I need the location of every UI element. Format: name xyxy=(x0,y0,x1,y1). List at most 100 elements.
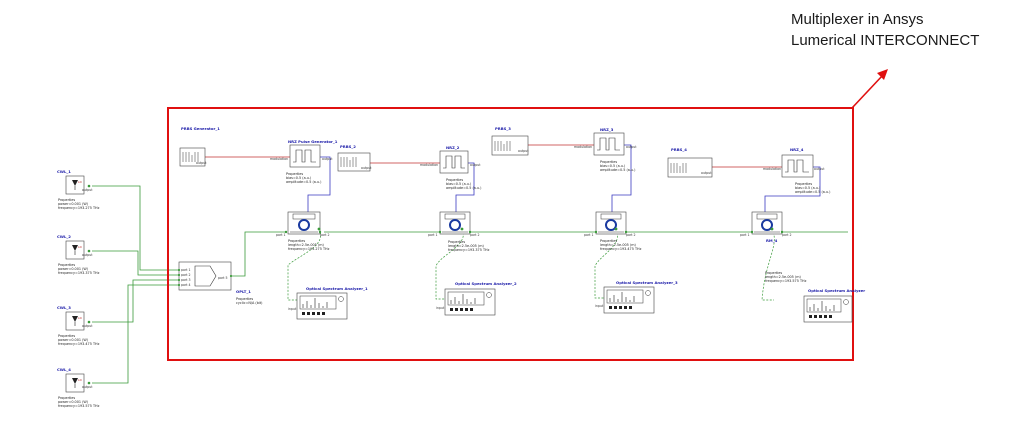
svg-text:OPLT_1: OPLT_1 xyxy=(236,289,251,294)
svg-text:frequency=193.475 THz: frequency=193.475 THz xyxy=(58,342,100,346)
signal-wires xyxy=(307,144,821,212)
svg-text:Optical Spectrum Analyzer_3: Optical Spectrum Analyzer_3 xyxy=(616,280,678,285)
svg-text:output: output xyxy=(82,188,93,192)
svg-text:RM_4: RM_4 xyxy=(766,238,778,243)
svg-text:Properties: Properties xyxy=(236,297,253,301)
caption: Multiplexer in Ansys Lumerical INTERCONN… xyxy=(791,9,1021,51)
svg-text:port 4: port 4 xyxy=(181,283,191,287)
svg-text:port 1: port 1 xyxy=(584,233,594,237)
svg-text:frequency=193.275 THz: frequency=193.275 THz xyxy=(288,247,330,251)
ring-modulator[interactable]: port 1 port 2 RM_4 Properties length=2.5… xyxy=(740,211,807,283)
svg-text:Properties: Properties xyxy=(600,160,617,164)
ring-modulator[interactable]: port 1 port 2 Properties length=2.5e-005… xyxy=(584,211,642,251)
svg-text:modulation: modulation xyxy=(763,167,781,171)
svg-text:input: input xyxy=(288,307,297,311)
svg-text:modulation: modulation xyxy=(574,145,592,149)
svg-text:LD: LD xyxy=(78,180,83,184)
svg-text:Properties: Properties xyxy=(795,182,812,186)
mux-coupler[interactable]: port 1 port 2 port 3 port 4 port 5 OPLT_… xyxy=(177,261,263,305)
prbs-generator[interactable]: PRBS_2 output xyxy=(337,144,372,172)
svg-text:output: output xyxy=(470,163,481,167)
svg-text:power=0.001 (W): power=0.001 (W) xyxy=(58,202,89,206)
knob-icon xyxy=(843,299,849,305)
svg-text:port 2: port 2 xyxy=(782,233,792,237)
spectrum-icon xyxy=(450,294,476,304)
svg-text:CWL_3: CWL_3 xyxy=(57,305,71,310)
laser-group: CWL_1 LD output Properties power=0.001 (… xyxy=(57,169,100,408)
spectrum-analyzer[interactable]: Optical Spectrum Analyzer_1 input xyxy=(288,286,368,320)
prbs-generator[interactable]: PRBS Generator_1 output xyxy=(179,126,220,167)
nrz-generator[interactable]: NRZ_3 modulation output Properties bias=… xyxy=(574,127,637,172)
svg-text:port 1: port 1 xyxy=(740,233,750,237)
prbs-generator[interactable]: PRBS_3 output xyxy=(491,126,529,156)
ring-modulator[interactable]: port 1 port 2 Properties length=2.5e-005… xyxy=(276,211,330,251)
svg-text:CWL_2: CWL_2 xyxy=(57,234,71,239)
svg-text:length=2.5e-005 (m): length=2.5e-005 (m) xyxy=(765,275,802,279)
knob-icon xyxy=(338,296,344,302)
svg-text:input: input xyxy=(595,304,604,308)
svg-text:power=0.001 (W): power=0.001 (W) xyxy=(58,267,89,271)
svg-text:port 3: port 3 xyxy=(181,278,191,282)
caption-line-1: Multiplexer in Ansys xyxy=(791,11,924,28)
nrz-generator[interactable]: NRZ Pulse Generator_1 modulation output … xyxy=(270,139,338,184)
output-port[interactable] xyxy=(87,184,91,188)
ring-icon xyxy=(449,219,461,231)
svg-text:port 2: port 2 xyxy=(470,233,480,237)
output-port[interactable] xyxy=(87,320,91,324)
output-port[interactable] xyxy=(87,381,91,385)
svg-text:frequency=193.375 THz: frequency=193.375 THz xyxy=(58,271,100,275)
spectrum-analyzer[interactable]: Optical Spectrum Analyzer_3 input xyxy=(595,280,678,314)
svg-text:modulation: modulation xyxy=(270,157,288,161)
prbs-generator[interactable]: PRBS_4 output xyxy=(667,147,713,178)
svg-text:Optical Spectrum Analyzer_1: Optical Spectrum Analyzer_1 xyxy=(306,286,368,291)
svg-text:output: output xyxy=(82,324,93,328)
svg-text:length=2.5e-005 (m): length=2.5e-005 (m) xyxy=(288,243,325,247)
svg-text:NRZ Pulse Generator_1: NRZ Pulse Generator_1 xyxy=(288,139,338,144)
svg-text:CWL_4: CWL_4 xyxy=(57,367,71,372)
pulse-icon xyxy=(293,149,316,163)
spectrum-analyzer[interactable]: Optical Spectrum Analyzer xyxy=(803,288,865,323)
svg-text:bias=0.5 (a.u.): bias=0.5 (a.u.) xyxy=(600,164,626,168)
laser-name: CWL_1 xyxy=(57,169,71,174)
ring-modulator[interactable]: port 1 port 2 Properties length=2.5e-005… xyxy=(428,211,490,252)
svg-text:Properties: Properties xyxy=(288,239,305,243)
svg-text:Optical Spectrum Analyzer: Optical Spectrum Analyzer xyxy=(808,288,865,293)
laser-block[interactable]: CWL_1 LD output Properties power=0.001 (… xyxy=(57,169,100,210)
svg-text:length=2.5e-005 (m): length=2.5e-005 (m) xyxy=(600,243,637,247)
callout-arrow xyxy=(851,69,888,109)
svg-text:Properties: Properties xyxy=(58,334,75,338)
laser-wires xyxy=(92,185,180,384)
svg-text:Properties: Properties xyxy=(600,239,617,243)
laser-block[interactable]: CWL_4 LD output Properties power=0.001 (… xyxy=(57,367,100,408)
laser-diode-icon xyxy=(72,180,78,186)
spectrum-icon xyxy=(609,292,635,302)
svg-text:LD: LD xyxy=(78,378,83,382)
bits-icon xyxy=(182,152,199,162)
svg-text:amplitude=0.5 (a.u.): amplitude=0.5 (a.u.) xyxy=(446,186,482,190)
nrz-generator[interactable]: NRZ_2 modulation output Properties bias=… xyxy=(420,145,482,190)
laser-diode-icon xyxy=(72,245,78,251)
svg-text:frequency=193.275 THz: frequency=193.275 THz xyxy=(58,206,100,210)
laser-block[interactable]: CWL_3 LD output Properties power=0.001 (… xyxy=(57,305,100,346)
spectrum-icon xyxy=(302,298,328,308)
svg-text:NRZ_4: NRZ_4 xyxy=(790,147,804,152)
svg-text:LD: LD xyxy=(78,316,83,320)
svg-text:port 1: port 1 xyxy=(181,268,191,272)
svg-text:bias=0.5 (a.u.): bias=0.5 (a.u.) xyxy=(446,182,472,186)
svg-text:Properties: Properties xyxy=(286,172,303,176)
svg-text:output: output xyxy=(82,253,93,257)
svg-text:Properties: Properties xyxy=(58,396,75,400)
nrz-generator[interactable]: NRZ_4 modulation output Properties bias=… xyxy=(763,147,831,194)
ring-icon xyxy=(761,219,773,231)
spectrum-analyzer[interactable]: Optical Spectrum Analyzer_2 input xyxy=(436,281,517,316)
laser-diode-icon xyxy=(72,316,78,322)
bits-icon xyxy=(494,141,511,151)
laser-block[interactable]: CWL_2 LD output Properties power=0.001 (… xyxy=(57,234,100,275)
ring-icon xyxy=(605,219,617,231)
svg-text:Optical Spectrum Analyzer_2: Optical Spectrum Analyzer_2 xyxy=(455,281,517,286)
svg-text:modulation: modulation xyxy=(420,163,438,167)
knob-icon xyxy=(645,290,651,296)
output-port[interactable] xyxy=(87,249,91,253)
svg-text:NRZ_2: NRZ_2 xyxy=(446,145,460,150)
